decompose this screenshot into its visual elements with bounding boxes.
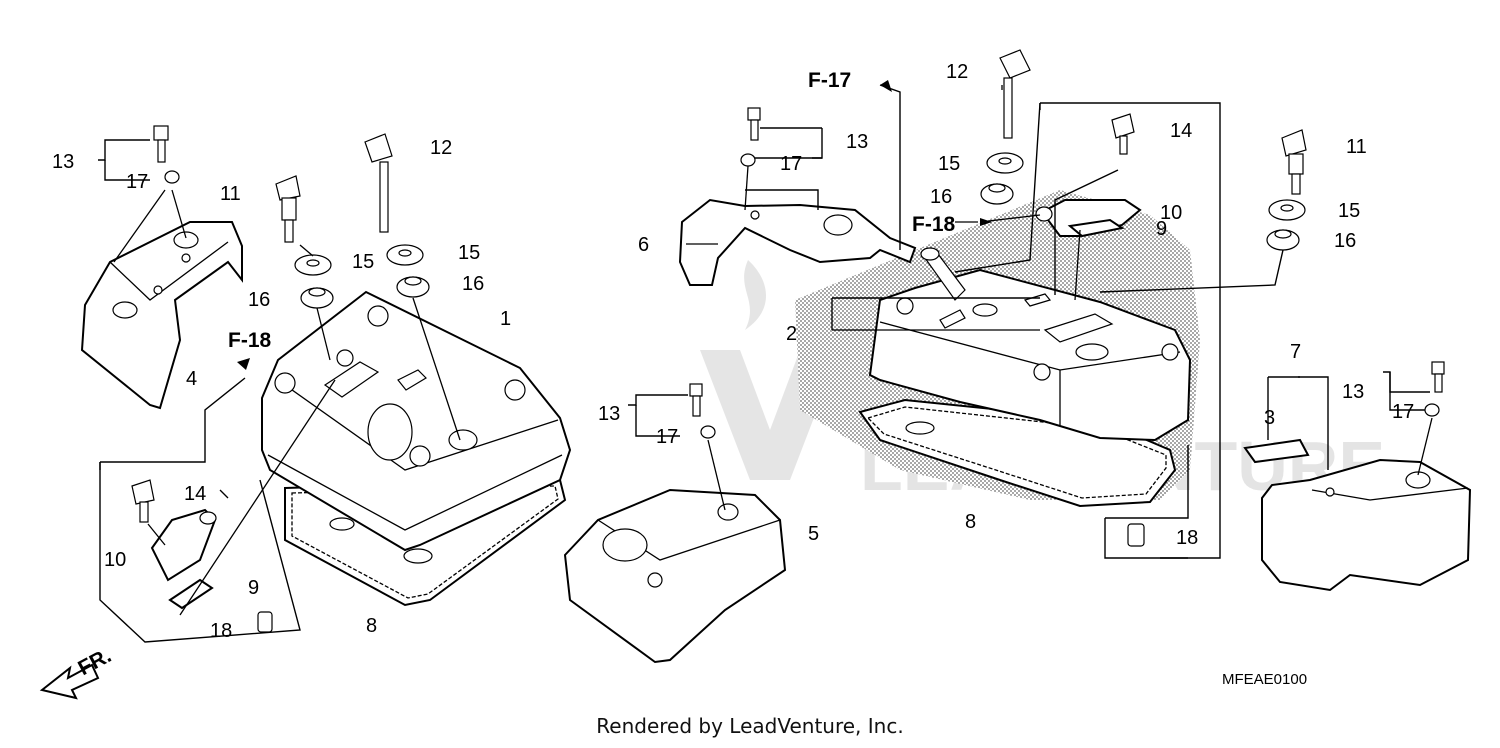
callout-15-right-b: 15: [1338, 200, 1360, 222]
callout-13-top: 13: [846, 131, 868, 153]
callout-16-left-a: 16: [248, 289, 270, 311]
callout-2: 2: [786, 323, 797, 345]
arrow-f18-left: [237, 358, 250, 370]
bolt-12-right: [999, 49, 1031, 139]
bolt-11-right: [1281, 129, 1307, 195]
packing-9-left: [168, 578, 214, 610]
front-direction-arrow: [39, 663, 100, 700]
bolt-13-center: [689, 383, 716, 439]
cylinder-head-cover-left: [261, 290, 572, 552]
callout-9-left: 9: [248, 577, 259, 599]
callout-17-top: 17: [780, 153, 802, 175]
callout-16-right-a: 16: [930, 186, 952, 208]
leader-lines-right: [686, 80, 1433, 559]
washer-15-left-a: [294, 254, 332, 276]
cylinder-head-cover-right: [868, 247, 1192, 442]
callout-3: 3: [1264, 407, 1275, 429]
callout-16-right-b: 16: [1334, 230, 1356, 252]
washer-16-left-a: [300, 287, 334, 309]
callout-6: 6: [638, 234, 649, 256]
callout-18-right: 18: [1176, 527, 1198, 549]
callout-8-left: 8: [366, 615, 377, 637]
washer-15-right-b: [1268, 199, 1306, 221]
callout-11-left: 11: [220, 183, 241, 205]
washer-16-left-b: [396, 276, 430, 298]
render-credit: Rendered by LeadVenture, Inc.: [596, 714, 904, 738]
bolt-14-left: [131, 479, 155, 523]
callout-13-left: 13: [52, 151, 74, 173]
washer-16-right-b: [1266, 229, 1300, 251]
callout-12-right: 12: [946, 61, 968, 83]
callout-17-right: 17: [1392, 401, 1414, 423]
callout-14-left: 14: [184, 483, 206, 505]
breather-joint-10-right: [1035, 199, 1142, 237]
diagram-code: MFEAE0100: [1222, 671, 1307, 688]
callout-15-right-a: 15: [938, 153, 960, 175]
bolt-14-right: [1111, 113, 1135, 155]
leader-lines-left: [98, 139, 461, 643]
callout-10-right: 10: [1160, 202, 1182, 224]
callout-13-right: 13: [1342, 381, 1364, 403]
breather-joint-10-left: [150, 508, 217, 582]
packing-9-right: [1067, 218, 1125, 238]
reference-f17[interactable]: F-17: [808, 69, 851, 92]
callout-15-left-b: 15: [458, 242, 480, 264]
bolt-13-right-bottom: [1424, 361, 1445, 417]
bolt-13-left: [153, 125, 180, 184]
callout-13-center: 13: [598, 403, 620, 425]
bolt-11-left: [275, 175, 301, 243]
callout-1: 1: [500, 308, 511, 330]
head-cover-protector-5: [563, 488, 787, 664]
callout-15-left-a: 15: [352, 251, 374, 273]
callout-16-left-b: 16: [462, 273, 484, 295]
callout-11-right: 11: [1346, 136, 1367, 158]
reference-f18-left[interactable]: F-18: [228, 329, 272, 352]
head-cover-protector-7: [1261, 458, 1472, 592]
cover-insert-3: [1243, 438, 1310, 464]
reference-f18-right[interactable]: F-18: [912, 213, 956, 236]
callout-7: 7: [1290, 341, 1301, 363]
washer-15-left-b: [386, 244, 424, 266]
dowel-18-right: [1127, 523, 1145, 547]
dowel-18-left: [257, 611, 273, 633]
bolt-12-left: [364, 133, 393, 233]
leader-lines-center: [628, 394, 726, 511]
callout-10-left: 10: [104, 549, 126, 571]
callout-14-right: 14: [1170, 120, 1192, 142]
callout-17-left: 17: [126, 171, 148, 193]
head-cover-protector-6: [678, 198, 917, 286]
callout-4: 4: [186, 368, 197, 390]
head-cover-protector-4: [80, 221, 243, 410]
bolt-13-right-top: [740, 107, 761, 167]
callout-12-left: 12: [430, 137, 452, 159]
callout-17-center: 17: [656, 426, 678, 448]
callout-18-left: 18: [210, 620, 232, 642]
washer-16-right-a: [980, 183, 1014, 205]
callout-9-right: 9: [1156, 218, 1167, 240]
callout-8-right: 8: [965, 511, 976, 533]
washer-15-right-a: [986, 152, 1024, 174]
callout-5: 5: [808, 523, 819, 545]
